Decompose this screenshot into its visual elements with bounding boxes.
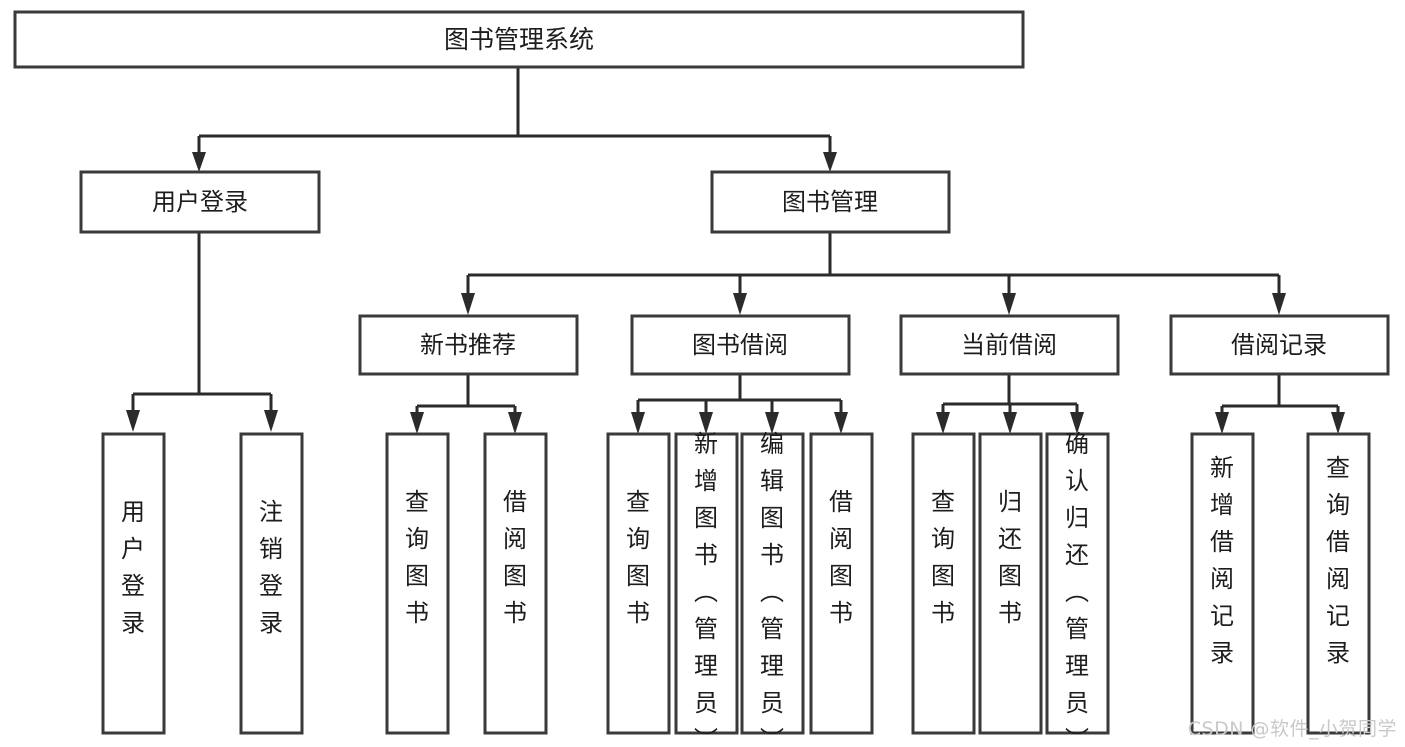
leaf-node-query-book-3[interactable]: 查询图书	[911, 432, 976, 735]
leaf-query-book-2-box[interactable]	[606, 432, 671, 735]
leaf-node-query-record[interactable]: 查询借阅记录	[1306, 432, 1371, 735]
arrowhead-user-login	[192, 152, 206, 172]
current-borrow-box[interactable]	[899, 314, 1120, 376]
borrow-record-label: 借阅记录	[1231, 331, 1327, 359]
leaf-confirm-return-box[interactable]	[1045, 432, 1110, 735]
leaf-query-book-1-box[interactable]	[385, 432, 450, 735]
arrowhead-br-leaf2	[1331, 412, 1345, 434]
arrowhead-bb-leaf1	[631, 412, 645, 434]
arrowhead-leaf-user-login	[126, 410, 140, 432]
leaf-add-book-box[interactable]	[674, 432, 739, 735]
arrowhead-cb-leaf3	[1070, 412, 1084, 434]
arrowhead-bb-leaf2	[699, 412, 713, 434]
leaf-node-edit-book[interactable]: 编辑图书︵管理员︶	[740, 430, 805, 747]
new-book-recommend-label: 新书推荐	[420, 331, 516, 359]
leaf-query-record-box[interactable]	[1306, 432, 1371, 735]
leaf-node-query-book-1[interactable]: 查询图书	[385, 432, 450, 735]
node-new-book-recommend[interactable]: 新书推荐	[358, 314, 579, 376]
new-book-recommend-box[interactable]	[358, 314, 579, 376]
leaf-node-add-record[interactable]: 新增借阅记录	[1190, 432, 1255, 735]
leaf-borrow-book-2-box[interactable]	[809, 432, 874, 735]
arrowhead-br-leaf1	[1215, 412, 1229, 434]
user-login-box[interactable]	[79, 170, 321, 234]
leaf-node-borrow-book-2[interactable]: 借阅图书	[809, 432, 874, 735]
leaf-borrow-book-1-label: 借阅图书	[503, 488, 527, 627]
node-borrow-record[interactable]: 借阅记录	[1169, 314, 1390, 376]
book-management-box[interactable]	[710, 170, 951, 234]
leaf-borrow-book-1-box[interactable]	[483, 432, 548, 735]
leaf-logout-login-label: 注销登录	[259, 498, 283, 637]
leaf-query-book-1-label: 查询图书	[405, 488, 429, 627]
leaf-confirm-return-label: 确认归还︵管理员︶	[1065, 430, 1089, 747]
current-borrow-label: 当前借阅	[961, 331, 1057, 359]
edges-layer	[126, 67, 1345, 434]
root-label: 图书管理系统	[444, 25, 594, 54]
arrowhead-nb-leaf1	[410, 412, 424, 434]
arrowhead-bb-leaf4	[834, 412, 848, 434]
leaf-node-user-login[interactable]: 用户登录	[101, 432, 166, 735]
leaf-edit-book-box[interactable]	[740, 432, 805, 735]
book-management-label: 图书管理	[782, 188, 878, 216]
leaf-query-record-label: 查询借阅记录	[1326, 454, 1350, 667]
arrowhead-leaf-logout-login	[264, 410, 278, 432]
leaf-query-book-2-label: 查询图书	[626, 488, 650, 627]
leaf-user-login-label: 用户登录	[121, 498, 145, 637]
root-box[interactable]	[13, 10, 1025, 69]
arrowhead-new-book-recommend	[461, 293, 475, 315]
leaf-query-book-3-box[interactable]	[911, 432, 976, 735]
arrowhead-nb-leaf2	[508, 412, 522, 434]
node-root-book-management-system[interactable]: 图书管理系统	[13, 10, 1025, 69]
arrowhead-book-borrow	[733, 293, 747, 315]
arrowhead-bb-leaf3	[765, 412, 779, 434]
leaf-node-return-book[interactable]: 归还图书	[978, 432, 1043, 735]
node-book-borrow[interactable]: 图书借阅	[630, 314, 851, 376]
leaf-add-record-box[interactable]	[1190, 432, 1255, 735]
node-book-management[interactable]: 图书管理	[710, 170, 951, 234]
leaf-node-confirm-return[interactable]: 确认归还︵管理员︶	[1045, 430, 1110, 747]
arrowhead-cb-leaf1	[936, 412, 950, 434]
leaf-node-query-book-2[interactable]: 查询图书	[606, 432, 671, 735]
book-borrow-box[interactable]	[630, 314, 851, 376]
leaf-node-logout-login[interactable]: 注销登录	[239, 432, 304, 735]
leaf-logout-login-box[interactable]	[239, 432, 304, 735]
leaf-return-book-label: 归还图书	[998, 488, 1022, 627]
user-login-label: 用户登录	[152, 188, 248, 216]
leaf-return-book-box[interactable]	[978, 432, 1043, 735]
arrowhead-current-borrow	[1002, 293, 1016, 315]
leaf-add-book-label: 新增图书︵管理员︶	[694, 430, 718, 747]
arrowhead-book-management	[823, 152, 837, 172]
leaf-node-borrow-book-1[interactable]: 借阅图书	[483, 432, 548, 735]
leaf-node-add-book[interactable]: 新增图书︵管理员︶	[674, 430, 739, 747]
borrow-record-box[interactable]	[1169, 314, 1390, 376]
arrowhead-cb-leaf2	[1003, 412, 1017, 434]
node-user-login[interactable]: 用户登录	[79, 170, 321, 234]
leaf-borrow-book-2-label: 借阅图书	[829, 488, 853, 627]
arrowhead-borrow-record	[1272, 293, 1286, 315]
leaf-query-book-3-label: 查询图书	[931, 488, 955, 627]
book-borrow-label: 图书借阅	[692, 331, 788, 359]
leaf-add-record-label: 新增借阅记录	[1210, 454, 1234, 667]
leaf-edit-book-label: 编辑图书︵管理员︶	[760, 430, 784, 747]
node-current-borrow[interactable]: 当前借阅	[899, 314, 1120, 376]
leaf-user-login-box[interactable]	[101, 432, 166, 735]
